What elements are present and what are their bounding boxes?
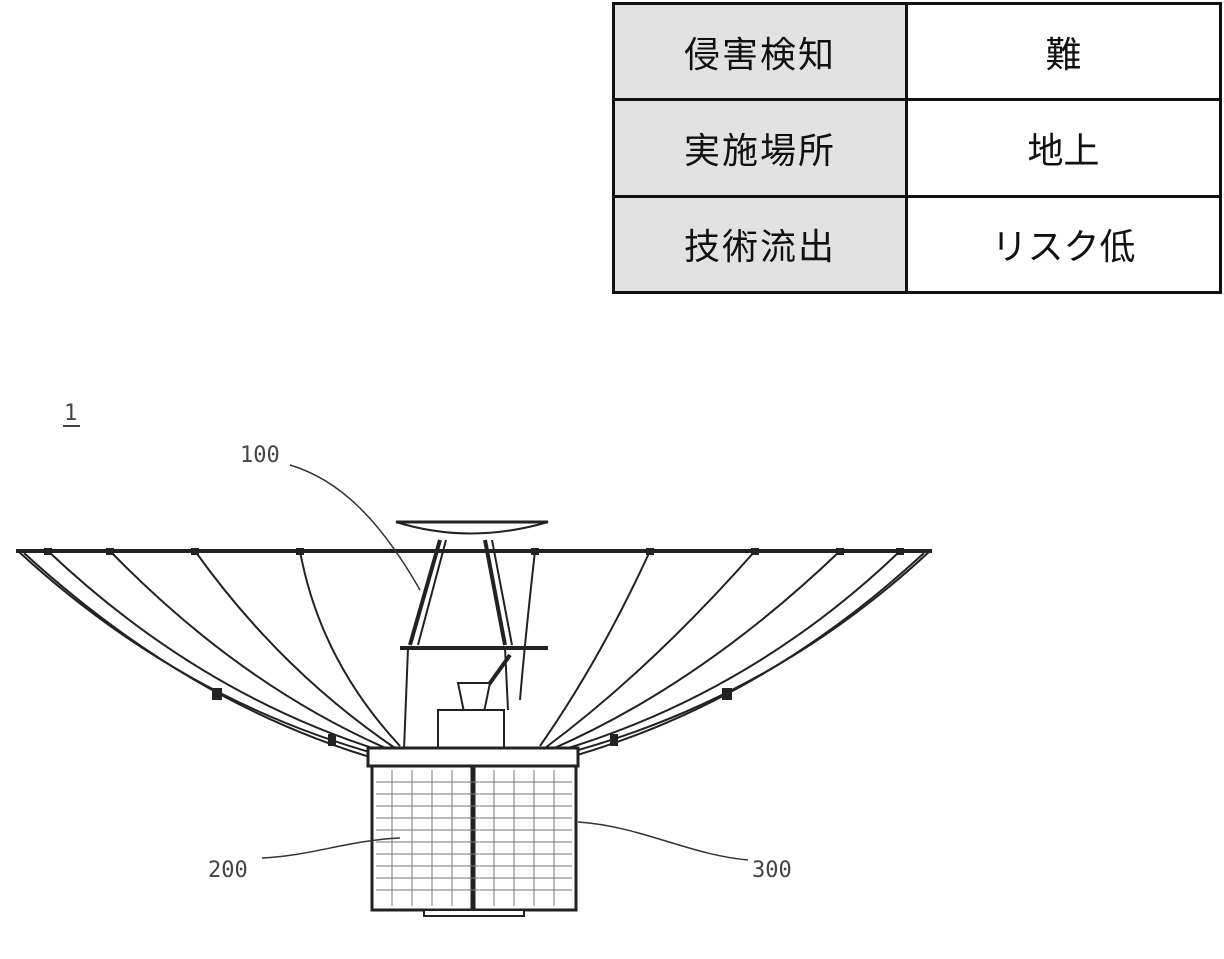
panel-grid: [376, 770, 572, 906]
row-key: 侵害検知: [612, 1, 908, 102]
label-right-panel: 300: [752, 858, 792, 883]
satellite-bus: [366, 746, 580, 917]
row-value: 難: [905, 1, 1222, 102]
leader-antenna: [289, 464, 421, 591]
reflector-dish: [16, 548, 932, 761]
bus-bottom-plate: [423, 909, 525, 917]
table-row: 侵害検知 難: [612, 1, 1222, 102]
label-antenna: 100: [240, 443, 280, 468]
row-value: リスク低: [905, 194, 1222, 295]
row-value: 地上: [905, 98, 1222, 198]
right-solar-panel: [472, 764, 578, 912]
label-left-panel: 200: [208, 858, 248, 883]
property-table: 侵害検知 難 実施場所 地上 技術流出 リスク低: [612, 1, 1222, 295]
leader-left-panel: [261, 837, 401, 859]
rib-joints: [44, 548, 904, 746]
left-solar-panel: [370, 764, 474, 912]
table-row: 技術流出 リスク低: [612, 194, 1222, 295]
figure-ref-label: 1: [64, 401, 77, 426]
leader-right-panel: [577, 821, 749, 861]
row-key: 実施場所: [612, 98, 908, 198]
sub-reflector: [395, 520, 549, 751]
dish-ribs: [17, 550, 931, 761]
row-key: 技術流出: [612, 194, 908, 295]
bus-top-plate: [366, 746, 580, 768]
table-row: 実施場所 地上: [612, 98, 1222, 198]
